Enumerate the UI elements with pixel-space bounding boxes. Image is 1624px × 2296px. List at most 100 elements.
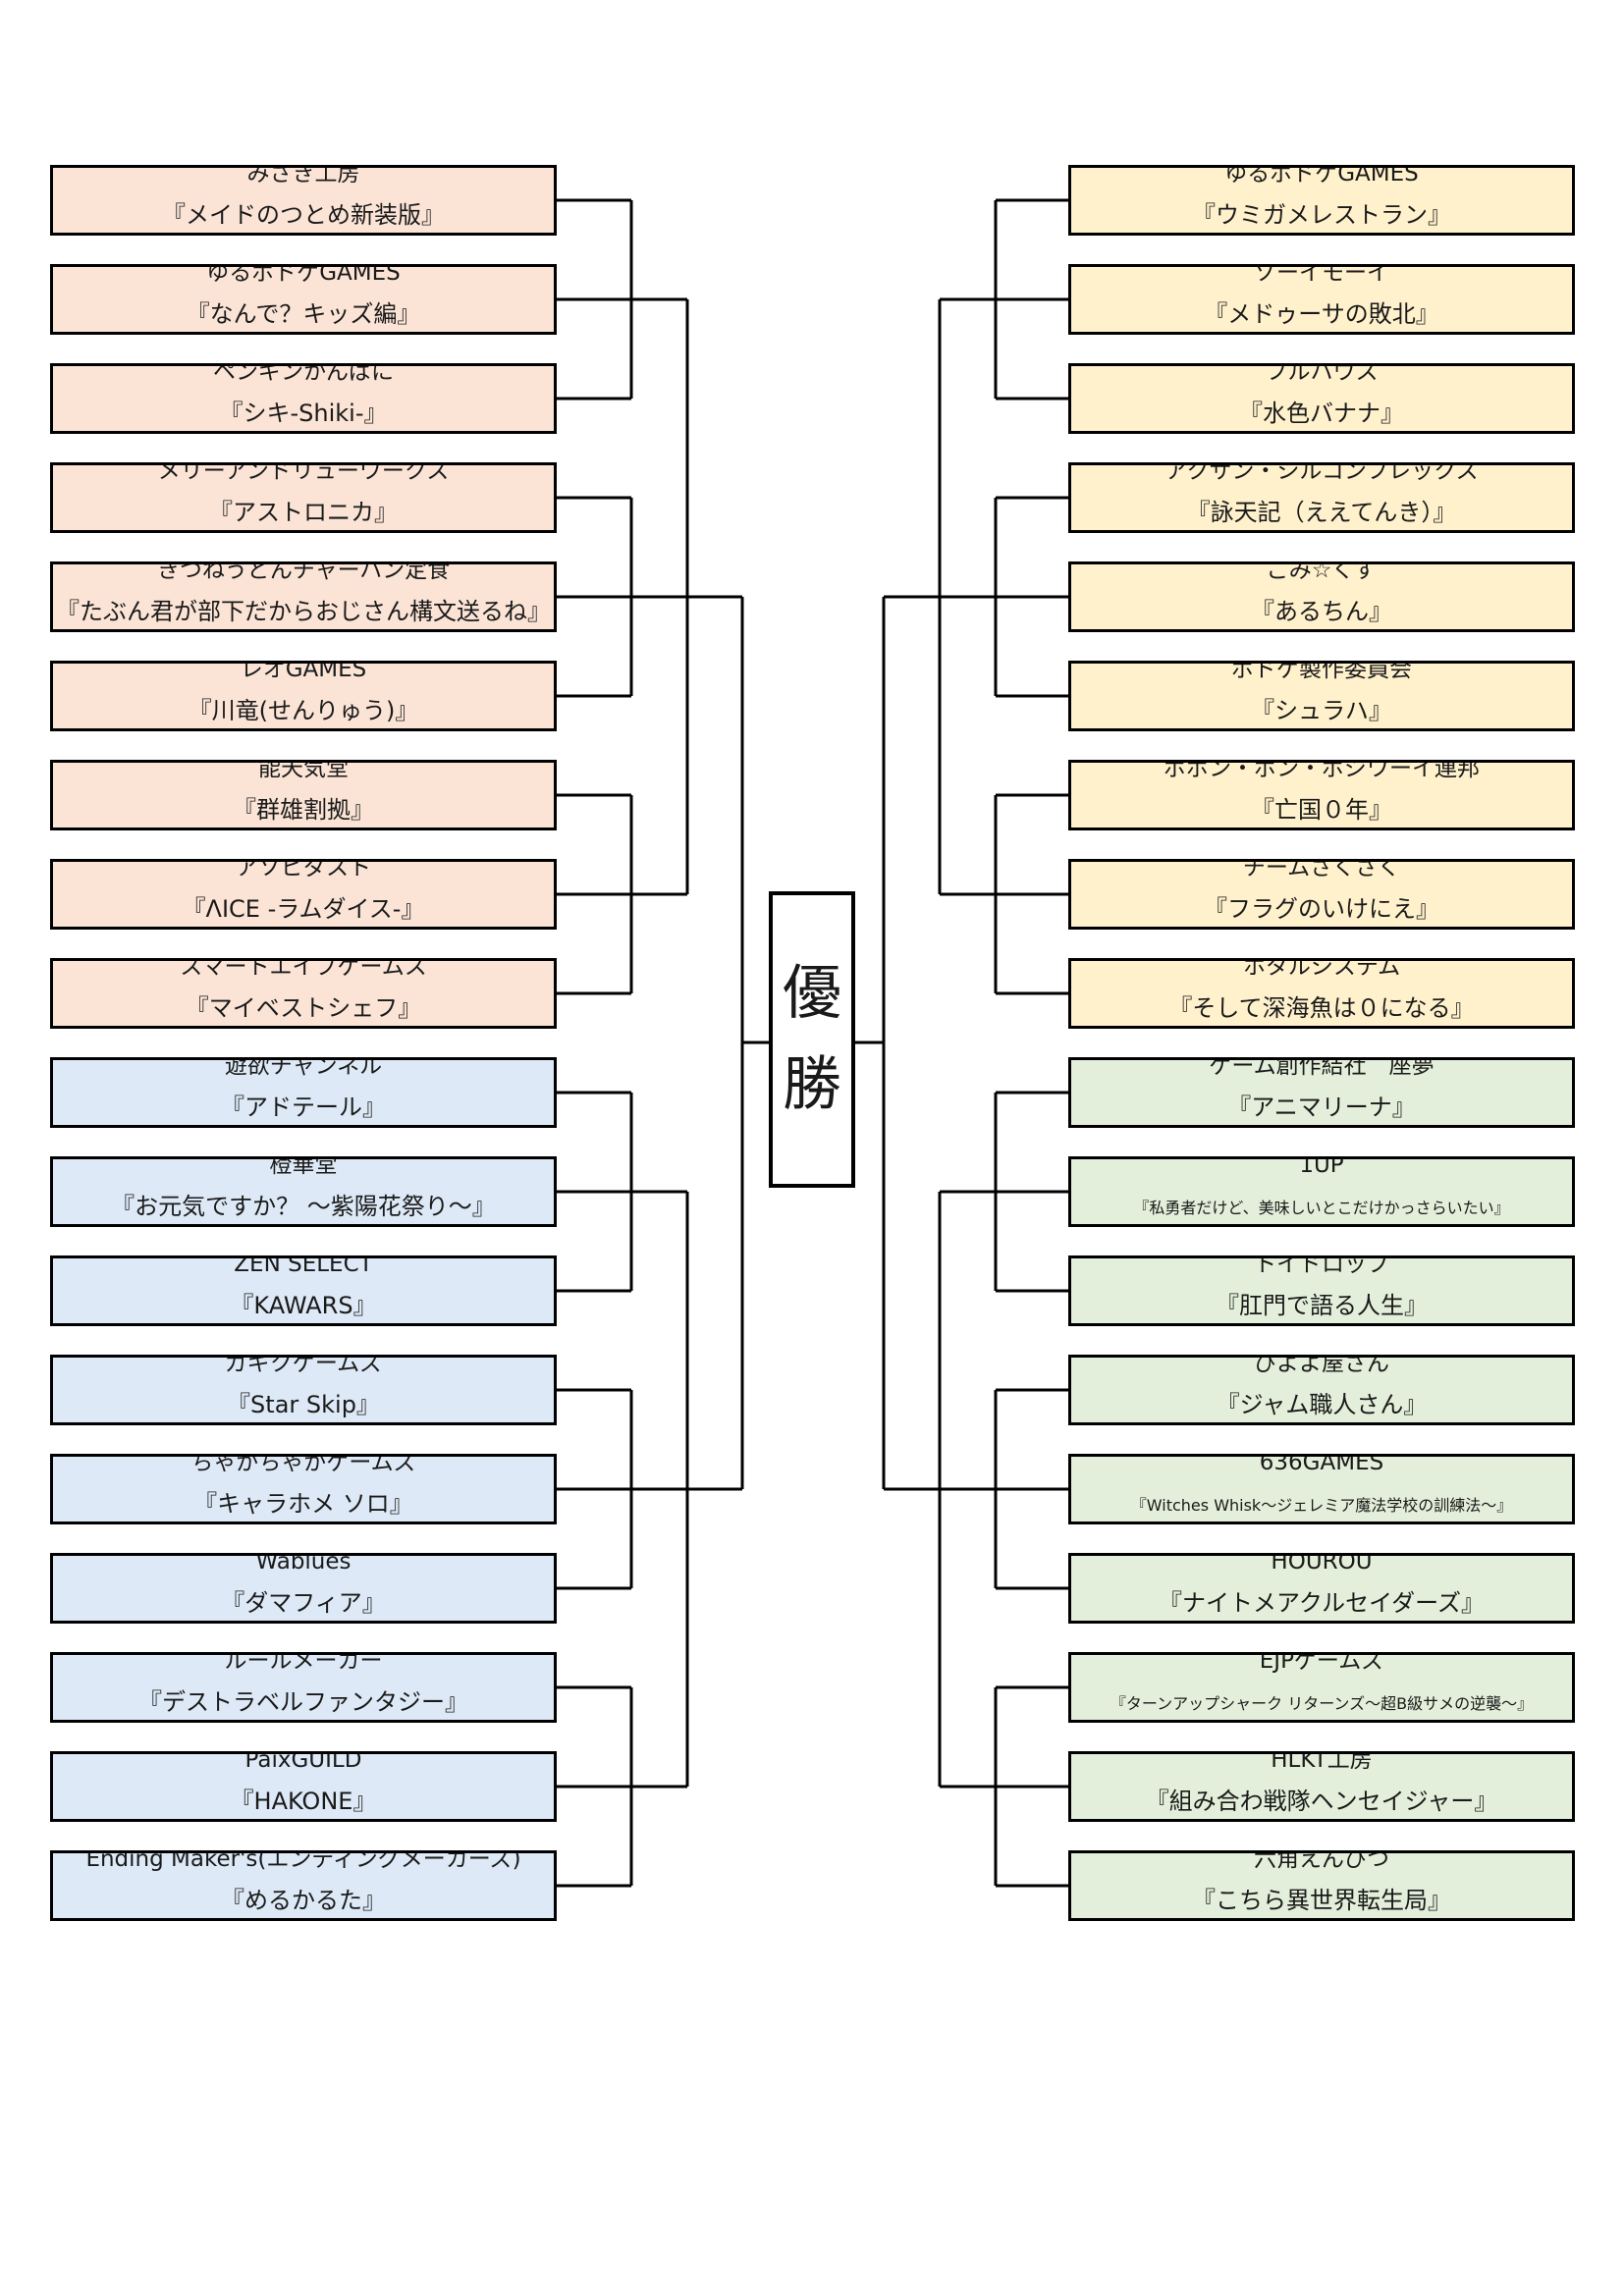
team-name: 1UP <box>1299 1156 1344 1178</box>
team-name: PaixGUILD <box>244 1751 362 1773</box>
right-entry: ボボン・ボン・ボジワーイ連邦『亡国０年』 <box>1068 760 1575 830</box>
game-title: 『私勇者だけど、美味しいとこだけかっさらいたい』 <box>1133 1199 1510 1217</box>
left-entry: ガギクゲームズ『Star Skip』 <box>50 1355 557 1425</box>
team-name: レオGAMES <box>240 661 367 682</box>
left-entry: Ending Maker's(エンディングメーカーズ) 『めるかるた』 <box>50 1850 557 1921</box>
right-entry: HLKT工房『組み合わ戦隊ヘンセイジャー』 <box>1068 1751 1575 1822</box>
right-entry: トイドロップ『肛門で語る人生』 <box>1068 1255 1575 1326</box>
game-title: 『シキ-Shiki-』 <box>219 400 388 427</box>
right-entry: チームさくさく『フラグのいけにえ』 <box>1068 859 1575 930</box>
game-title: 『めるかるた』 <box>221 1887 386 1914</box>
champion-char-1: 優 <box>783 959 841 1028</box>
team-name: ペンギンかんぱに <box>213 363 394 385</box>
game-title: 『マイベストシェフ』 <box>185 994 422 1022</box>
left-entry: ペンギンかんぱに『シキ-Shiki-』 <box>50 363 557 434</box>
team-name: HOUROU <box>1271 1553 1373 1575</box>
team-name: フルハウス <box>1265 363 1379 385</box>
right-entry: ごみ☆くず『あるちん』 <box>1068 561 1575 632</box>
game-title: 『フラグのいけにえ』 <box>1204 895 1439 923</box>
game-title: 『Star Skip』 <box>227 1391 380 1418</box>
game-title: 『川竜(せんりゅう)』 <box>188 697 419 724</box>
right-entry: 636GAMES 『Witches Whisk～ジェレミア魔法学校の訓練法～』 <box>1068 1454 1575 1524</box>
game-title: 『メイドのつとめ新装版』 <box>162 201 445 229</box>
right-entry: ゾーイモーイ『メドゥーサの敗北』 <box>1068 264 1575 335</box>
game-title: 『亡国０年』 <box>1251 796 1392 824</box>
left-entry: スマートエイプゲームス『マイベストシェフ』 <box>50 958 557 1029</box>
game-title: 『デストラベルファンタジー』 <box>138 1688 468 1716</box>
team-name: ゆるボドゲGAMES <box>1224 165 1419 187</box>
game-title: 『ウミガメレストラン』 <box>1192 201 1451 229</box>
right-entry: フルハウス『水色バナナ』 <box>1068 363 1575 434</box>
left-entry: みさき工房『メイドのつとめ新装版』 <box>50 165 557 236</box>
left-entry: 能天気堂『群雄割拠』 <box>50 760 557 830</box>
game-title: 『Witches Whisk～ジェレミア魔法学校の訓練法～』 <box>1130 1496 1513 1515</box>
game-title: 『詠天記（ええてんき）』 <box>1186 499 1457 526</box>
left-entry: Wablues『ダマフィア』 <box>50 1553 557 1624</box>
game-title: 『水色バナナ』 <box>1239 400 1404 427</box>
game-title: 『こちら異世界転生局』 <box>1192 1887 1451 1914</box>
left-entry: レオGAMES 『川竜(せんりゅう)』 <box>50 661 557 731</box>
team-name: 能天気堂 <box>258 760 349 781</box>
team-name: ゾーイモーイ <box>1254 264 1389 286</box>
team-name: ボボン・ボン・ボジワーイ連邦 <box>1164 760 1480 781</box>
game-title: 『メドゥーサの敗北』 <box>1204 300 1439 328</box>
right-entry: ホタルシステム『そして深海魚は０になる』 <box>1068 958 1575 1029</box>
game-title: 『お元気ですか？ ～紫陽花祭り～』 <box>111 1193 496 1220</box>
right-entry: HOUROU 『ナイトメアクルセイダーズ』 <box>1068 1553 1575 1624</box>
game-title: 『ターンアップシャーク リターンズ～超B級サメの逆襲～』 <box>1110 1694 1534 1713</box>
right-entry: 1UP 『私勇者だけど、美味しいとこだけかっさらいたい』 <box>1068 1156 1575 1227</box>
left-entry: ルールメーカー『デストラベルファンタジー』 <box>50 1652 557 1723</box>
game-title: 『そして深海魚は０になる』 <box>1168 994 1475 1022</box>
game-title: 『組み合わ戦隊ヘンセイジャー』 <box>1145 1788 1498 1815</box>
team-name: 橙華堂 <box>269 1156 338 1178</box>
team-name: トイドロップ <box>1254 1255 1389 1277</box>
team-name: ゆるボドゲGAMES <box>206 264 401 286</box>
game-title: 『アドテール』 <box>221 1094 386 1121</box>
game-title: 『肛門で語る人生』 <box>1216 1292 1428 1319</box>
champion-char-2: 勝 <box>783 1050 841 1119</box>
left-entry: ゆるボドゲGAMES 『なんで？キッズ編』 <box>50 264 557 335</box>
team-name: ボドゲ製作委員会 <box>1231 661 1412 682</box>
team-name: アクサン・シルコンフレックス <box>1164 462 1479 484</box>
team-name: メリーアンドリューワークス <box>157 462 450 484</box>
game-title: 『あるちん』 <box>1251 598 1392 625</box>
team-name: Wablues <box>255 1553 352 1575</box>
team-name: 636GAMES <box>1259 1454 1384 1475</box>
left-entry: PaixGUILD 『HAKONE』 <box>50 1751 557 1822</box>
game-title: 『たぶん君が部下だからおじさん構文送るね』 <box>56 598 551 625</box>
left-entry: きつねうどんチャーハン定食『たぶん君が部下だからおじさん構文送るね』 <box>50 561 557 632</box>
team-name: 遊欲チャンネル <box>224 1057 383 1079</box>
game-title: 『ナイトメアクルセイダーズ』 <box>1159 1589 1485 1617</box>
left-entry: 橙華堂『お元気ですか？ ～紫陽花祭り～』 <box>50 1156 557 1227</box>
team-name: HLKT工房 <box>1271 1751 1373 1773</box>
game-title: 『キャラホメ ソロ』 <box>193 1490 413 1518</box>
left-entry: 遊欲チャンネル『アドテール』 <box>50 1057 557 1128</box>
team-name: ぴよよ屋さん <box>1254 1355 1389 1376</box>
team-name: アソビダスト <box>236 859 371 881</box>
team-name: みさき工房 <box>246 165 360 187</box>
game-title: 『群雄割拠』 <box>233 796 374 824</box>
game-title: 『なんで？キッズ編』 <box>186 300 421 328</box>
team-name: EJPゲームズ <box>1259 1652 1384 1674</box>
right-entry: EJPゲームズ『ターンアップシャーク リターンズ～超B級サメの逆襲～』 <box>1068 1652 1575 1723</box>
team-name: ガギクゲームズ <box>224 1355 383 1376</box>
left-entry: アソビダスト『ΛICE -ラムダイス-』 <box>50 859 557 930</box>
left-entry: メリーアンドリューワークス『アストロニカ』 <box>50 462 557 533</box>
game-title: 『アストロニカ』 <box>209 499 398 526</box>
left-entry: ちゃがちゃがゲームズ『キャラホメ ソロ』 <box>50 1454 557 1524</box>
game-title: 『ジャム職人さん』 <box>1216 1391 1428 1418</box>
right-entry: ゲーム創作結社 座夢『アニマリーナ』 <box>1068 1057 1575 1128</box>
team-name: ルールメーカー <box>224 1652 383 1674</box>
team-name: スマートエイプゲームス <box>180 958 427 980</box>
champion-box: 優 勝 <box>769 891 855 1188</box>
team-name: ゲーム創作結社 座夢 <box>1209 1057 1435 1079</box>
team-name: きつねうどんチャーハン定食 <box>156 561 451 583</box>
game-title: 『アニマリーナ』 <box>1227 1094 1416 1121</box>
game-title: 『シュラハ』 <box>1251 697 1392 724</box>
team-name: Ending Maker's(エンディングメーカーズ) <box>85 1850 521 1872</box>
team-name: チームさくさく <box>1242 859 1401 881</box>
right-entry: アクサン・シルコンフレックス『詠天記（ええてんき）』 <box>1068 462 1575 533</box>
game-title: 『HAKONE』 <box>230 1788 377 1815</box>
right-entry: ゆるボドゲGAMES 『ウミガメレストラン』 <box>1068 165 1575 236</box>
